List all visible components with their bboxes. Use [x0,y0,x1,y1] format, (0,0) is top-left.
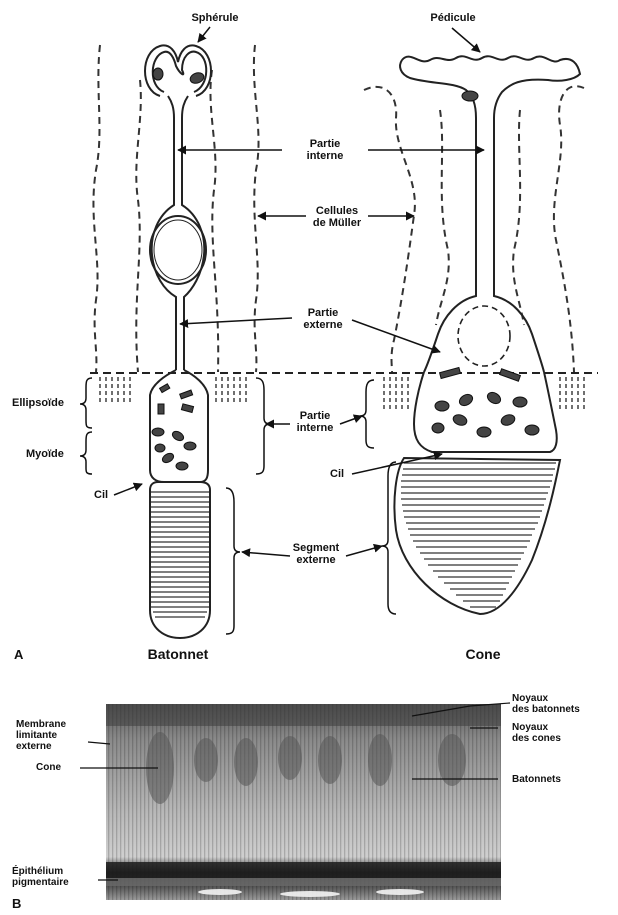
cone-cell [394,56,580,614]
muller-microvilli [100,377,584,410]
rod-discs [151,492,209,617]
label-noyaux-batonnets: Noyaux des batonnets [512,693,612,715]
label-pedicule: Pédicule [418,12,488,24]
label-cellules-muller: Cellules de Müller [300,205,374,229]
cone-organelles [432,91,539,437]
label-partie-interne-top: Partie interne [282,138,368,162]
rod-outer-brace [226,488,240,634]
label-myoide: Myoïde [26,448,86,460]
rod-title: Batonnet [128,648,228,660]
label-membrane: Membrane limitante externe [16,719,96,752]
label-batonnets: Batonnets [512,774,592,785]
panel-b-letter: B [12,898,32,910]
rod-inner-brace [256,378,270,474]
label-partie-externe: Partie externe [288,307,358,331]
label-cone-micro: Cone [36,762,76,773]
muller-cell-cone [364,86,584,372]
cone-outer-brace [382,462,396,614]
panel-a-letter: A [14,649,34,661]
cone-title: Cone [448,648,518,660]
retina-micrograph [106,704,501,900]
rod-cell [145,45,211,638]
label-partie-interne-mid: Partie interne [282,410,348,434]
label-epithelium: Épithélium pigmentaire [12,866,102,888]
braces [80,378,396,634]
label-cil-cone: Cil [330,468,354,480]
cone-inner-brace [360,380,374,448]
label-segment-externe: Segment externe [280,542,352,566]
label-spherule: Sphérule [180,12,250,24]
label-noyaux-cones: Noyaux des cones [512,722,612,744]
cone-discs [401,463,556,607]
label-cil-rod: Cil [94,489,118,501]
label-ellipsoide: Ellipsoïde [12,397,84,409]
